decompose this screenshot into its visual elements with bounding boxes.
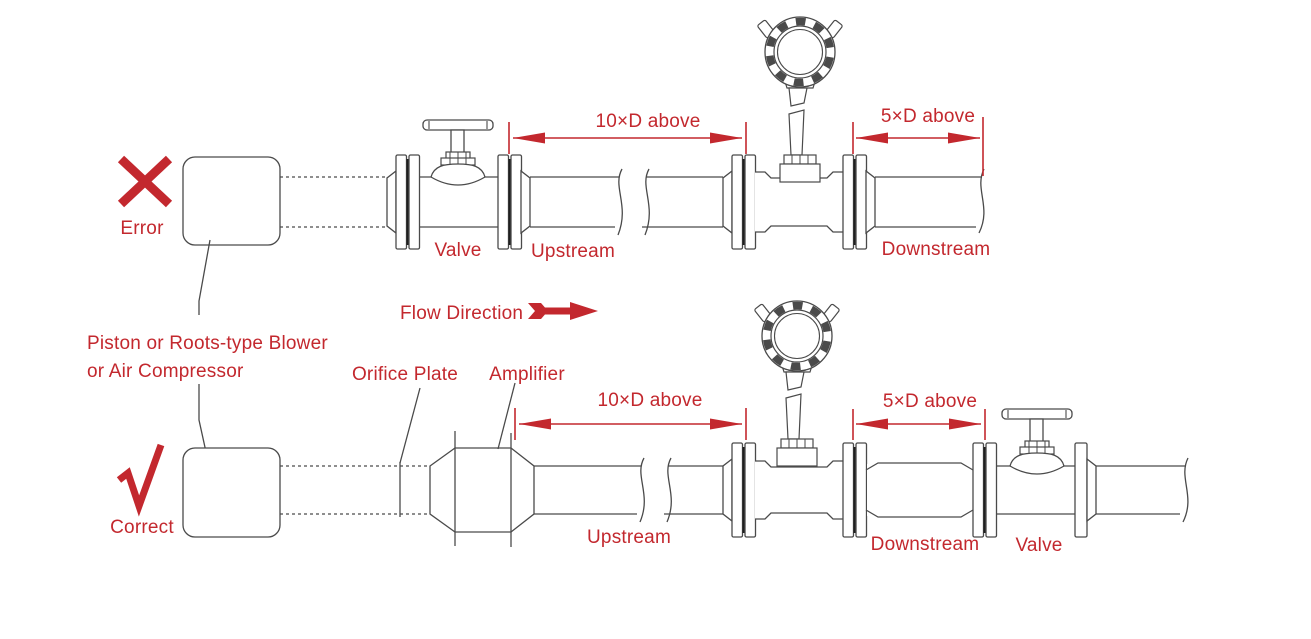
outlet-pipe-bottom bbox=[1096, 465, 1186, 515]
flange-pair-3-bottom bbox=[971, 441, 998, 539]
arrow-right-icon bbox=[949, 418, 981, 430]
middle-annotations: Piston or Roots-type Blower or Air Compr… bbox=[87, 239, 598, 462]
flow-direction-arrow-icon bbox=[528, 302, 598, 320]
compressor-label-line2: or Air Compressor bbox=[87, 361, 244, 382]
upstream-pipe-top bbox=[530, 176, 619, 228]
downstream-label-top: Downstream bbox=[882, 239, 991, 260]
meter-spool-outline bbox=[755, 225, 843, 233]
downstream-pipe-top bbox=[875, 176, 982, 228]
flange-pair-1-top bbox=[394, 153, 421, 251]
dimension-5d-top: 5×D above bbox=[852, 106, 984, 176]
pipe-hub bbox=[865, 170, 876, 234]
dim-10d-bottom-label: 10×D above bbox=[598, 390, 703, 411]
upstream-pipe-bottom-2 bbox=[664, 465, 723, 515]
pipe-hub bbox=[386, 170, 397, 234]
meter-spool-outline bbox=[755, 460, 843, 468]
arrow-left-icon bbox=[519, 418, 551, 430]
meter-spool-outline bbox=[755, 512, 843, 520]
arrow-left-icon bbox=[856, 132, 888, 144]
valve-label-top: Valve bbox=[434, 240, 481, 261]
arrow-right-icon bbox=[948, 132, 980, 144]
dimension-10d-top: 10×D above bbox=[508, 111, 747, 154]
compressor-box-bottom bbox=[182, 447, 281, 538]
compressor-box-top bbox=[182, 156, 281, 246]
pipe-end-break bbox=[1182, 457, 1189, 523]
orifice-plate-leader bbox=[399, 387, 421, 464]
upstream-pipe-top-2 bbox=[642, 176, 723, 228]
single-flange-bottom bbox=[1074, 442, 1088, 538]
pipeline-bottom bbox=[280, 300, 1189, 547]
dimension-5d-bottom: 5×D above bbox=[852, 391, 986, 440]
pipe-hub bbox=[722, 458, 733, 522]
upstream-label-top: Upstream bbox=[531, 241, 615, 262]
arrow-left-icon bbox=[513, 132, 545, 144]
flange-pair-1-bottom bbox=[730, 441, 757, 539]
arrow-left-icon bbox=[856, 418, 888, 430]
error-label: Error bbox=[120, 218, 164, 239]
compressor-label-line1: Piston or Roots-type Blower bbox=[87, 333, 328, 354]
pipe-hub bbox=[520, 170, 531, 234]
correct-configuration: Correct bbox=[110, 300, 1189, 556]
dim-5d-top-label: 5×D above bbox=[881, 106, 975, 127]
dim-10d-top-label: 10×D above bbox=[596, 111, 701, 132]
amplifier-label: Amplifier bbox=[489, 364, 565, 385]
downstream-label-bottom: Downstream bbox=[871, 534, 980, 555]
flange-pair-2-top bbox=[496, 153, 523, 251]
flange-pair-3-top bbox=[730, 153, 757, 251]
valve-label-bottom: Valve bbox=[1015, 535, 1062, 556]
flange-pair-2-bottom bbox=[841, 441, 868, 539]
meter-spool-fill bbox=[755, 461, 843, 519]
pipe-break-curve bbox=[639, 457, 645, 523]
arrow-right-icon bbox=[710, 418, 742, 430]
pipe-hub bbox=[722, 170, 733, 234]
dimension-10d-bottom: 10×D above bbox=[514, 390, 747, 440]
check-mark-icon bbox=[116, 443, 165, 517]
pipe-break-curve bbox=[617, 168, 623, 236]
arrow-right-icon bbox=[710, 132, 742, 144]
downstream-spool-fill bbox=[867, 464, 973, 516]
upstream-label-bottom: Upstream bbox=[587, 527, 671, 548]
flange-pair-4-top bbox=[841, 153, 868, 251]
compressor-leader-line-lower bbox=[198, 384, 209, 462]
compressor-leader-line-upper bbox=[198, 239, 211, 315]
downstream-spool-outline bbox=[865, 509, 974, 518]
flow-direction-label: Flow Direction bbox=[400, 303, 523, 324]
pipe-hub bbox=[1086, 458, 1097, 522]
correct-label: Correct bbox=[110, 517, 174, 538]
dim-5d-bottom-label: 5×D above bbox=[883, 391, 977, 412]
amplifier-body bbox=[429, 447, 535, 533]
upstream-pipe-bottom bbox=[534, 465, 641, 515]
pipe-end-break bbox=[978, 168, 985, 234]
downstream-spool-outline bbox=[865, 462, 974, 471]
error-mark-icon bbox=[117, 155, 173, 208]
amplifier-leader bbox=[497, 382, 516, 450]
orifice-plate-label: Orifice Plate bbox=[352, 364, 458, 385]
error-configuration: Error bbox=[117, 16, 991, 262]
pipeline-top bbox=[280, 16, 985, 251]
